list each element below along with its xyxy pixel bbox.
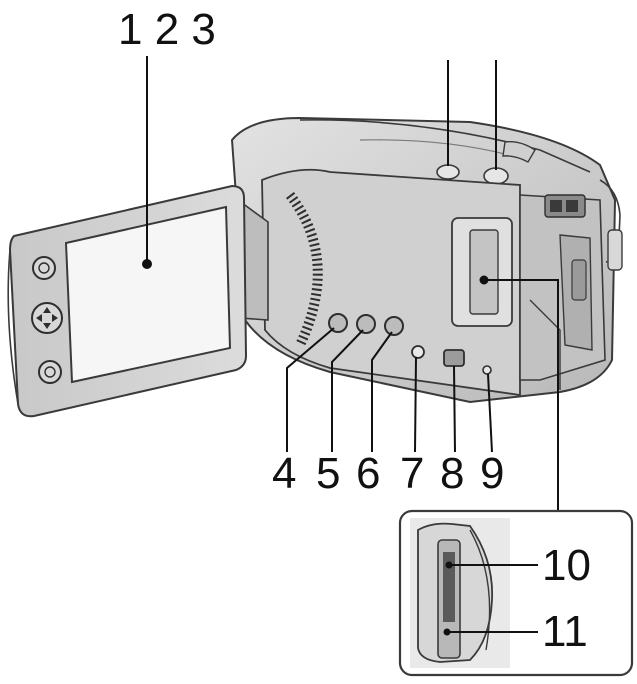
callout-10: 10 — [542, 544, 591, 588]
lcd-monitor — [8, 186, 246, 416]
card-slot-inset — [400, 511, 632, 675]
callout-8: 8 — [440, 452, 464, 496]
callout-9: 9 — [480, 452, 504, 496]
callout-6: 6 — [356, 452, 380, 496]
callout-1-2-3: 1 2 3 — [118, 8, 216, 52]
callout-11: 11 — [542, 610, 588, 654]
callout-7: 7 — [400, 452, 424, 496]
callout-5: 5 — [316, 452, 340, 496]
callout-4: 4 — [272, 452, 296, 496]
camcorder-body — [232, 118, 622, 402]
